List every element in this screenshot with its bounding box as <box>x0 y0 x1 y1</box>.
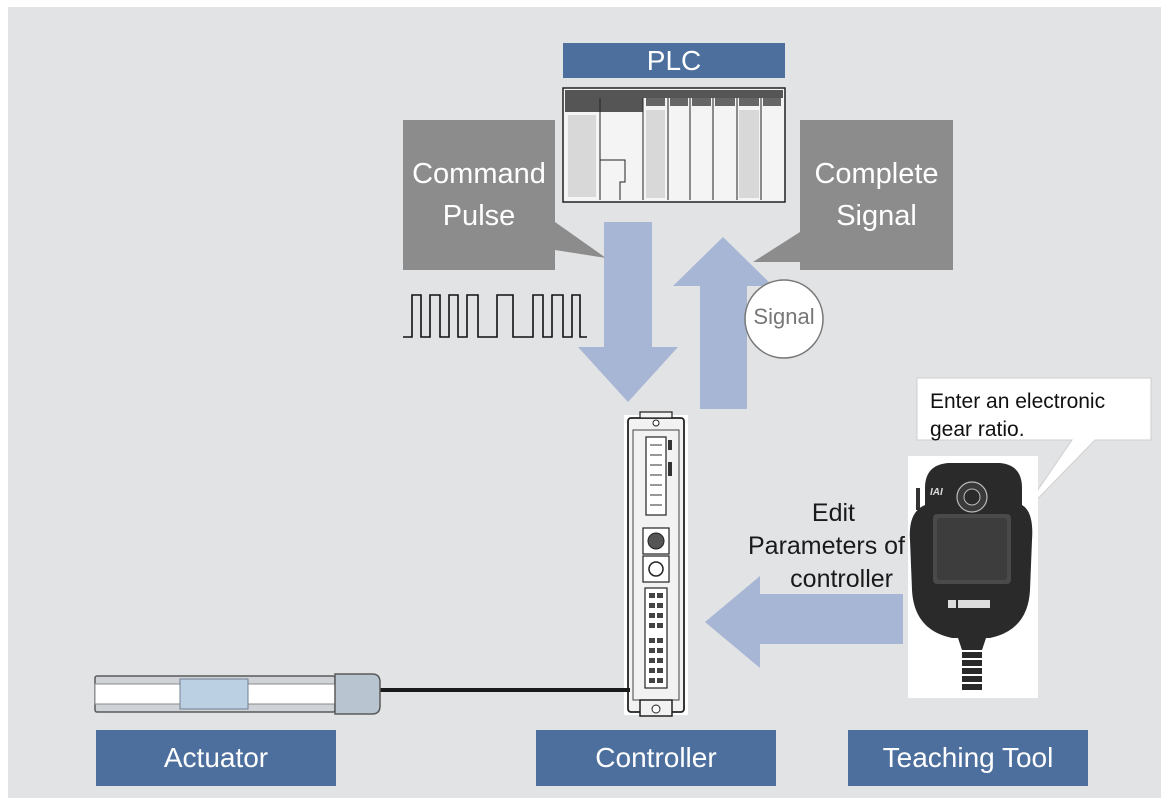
complete-signal-line-2: Signal <box>836 200 917 232</box>
teaching-tool-label: Teaching Tool <box>848 730 1088 786</box>
edit-line-2: Parameters of <box>747 532 905 560</box>
speech-bubble <box>916 377 1152 520</box>
command-pulse-arrow <box>578 222 678 402</box>
plc-label-text: PLC <box>646 44 702 76</box>
edit-line-3: controller <box>790 565 893 593</box>
edit-parameters-arrow <box>705 576 903 668</box>
complete-signal-line-1: Complete <box>814 158 939 190</box>
teaching-pendant-icon <box>908 456 1038 698</box>
signal-badge-circle <box>744 279 824 359</box>
complete-signal-text: Complete Signal <box>800 153 953 237</box>
edit-parameters-text: Edit Parameters of controller <box>690 497 905 596</box>
linear-actuator-icon <box>94 673 381 715</box>
teaching-tool-label-text: Teaching Tool <box>882 742 1054 773</box>
actuator-label-text: Actuator <box>163 742 269 773</box>
command-pulse-callout <box>403 120 606 270</box>
speech-line-2: gear ratio. <box>930 418 1025 441</box>
command-pulse-line-2: Pulse <box>442 200 516 232</box>
edit-line-1: Edit <box>811 499 855 527</box>
speech-line-1: Enter an electronic <box>930 390 1106 413</box>
pendant-brand-logo: IAI <box>930 487 943 498</box>
controller-label-text: Controller <box>595 742 717 773</box>
pulse-waveform-icon <box>403 294 587 338</box>
plc-rack-icon <box>562 87 786 203</box>
controller-label: Controller <box>536 730 776 786</box>
speech-bubble-text: Enter an electronic gear ratio. <box>930 388 1150 444</box>
command-pulse-text: Command Pulse <box>403 153 555 237</box>
complete-signal-callout <box>753 120 953 270</box>
actuator-label: Actuator <box>96 730 336 786</box>
complete-signal-arrow <box>673 237 773 409</box>
signal-badge-text: Signal <box>753 304 815 329</box>
plc-label: PLC <box>563 43 785 78</box>
command-pulse-line-1: Command <box>412 158 546 190</box>
controller-unit-icon <box>624 411 688 717</box>
